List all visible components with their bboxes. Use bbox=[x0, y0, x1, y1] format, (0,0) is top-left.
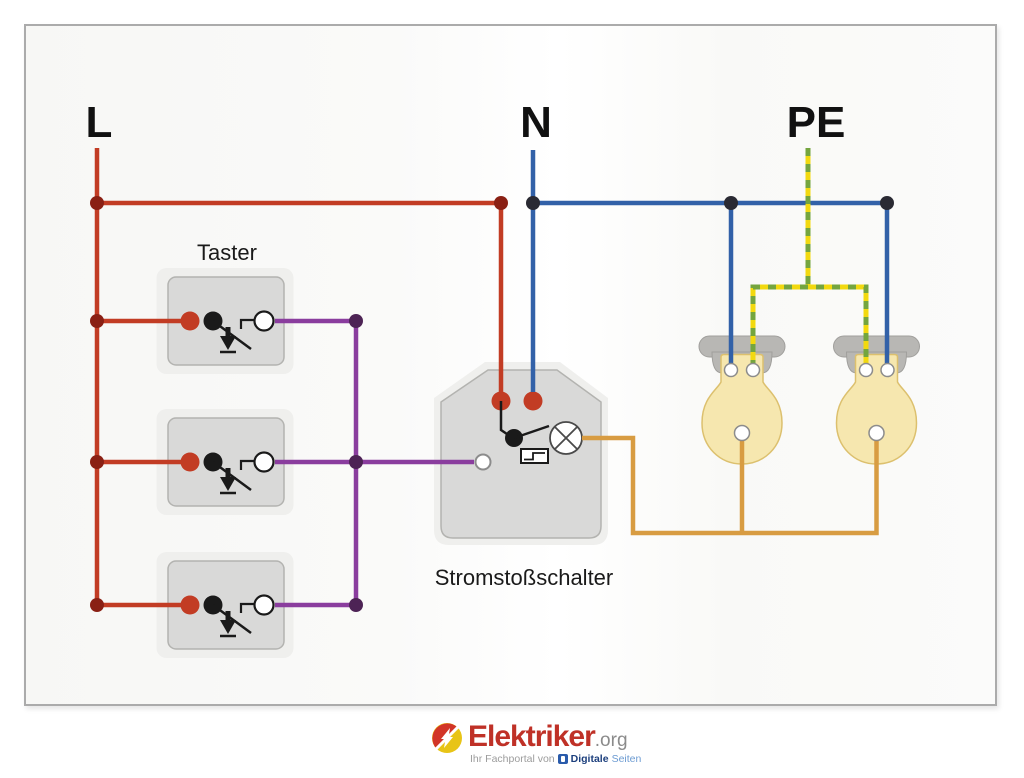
lamp-terminals bbox=[723, 362, 895, 442]
brand-tagline: Ihr Fachportal von bbox=[470, 753, 555, 765]
relay-to-lamps bbox=[582, 433, 879, 536]
label-push-button: Taster bbox=[197, 240, 257, 265]
junction-dots-switched bbox=[349, 314, 363, 612]
neutral-wires bbox=[530, 150, 890, 392]
earth-wires bbox=[750, 148, 869, 368]
provider-icon bbox=[557, 754, 568, 765]
label-impulse-switch: Stromstoßschalter bbox=[434, 565, 614, 590]
lamp-wires bbox=[582, 433, 879, 536]
impulse-relay-symbol bbox=[520, 448, 549, 464]
brand-bolt-icon bbox=[432, 723, 462, 753]
brand-tld: .org bbox=[594, 730, 628, 751]
label-protective-earth: PE bbox=[786, 98, 846, 147]
junction-dots-neutral bbox=[526, 196, 894, 210]
relay-terminal-n bbox=[523, 391, 543, 411]
relay-coil-symbol bbox=[549, 421, 583, 455]
relay-terminal-switched bbox=[474, 453, 492, 471]
provider-name-bold: Digitale bbox=[570, 753, 609, 765]
junction-dots-line bbox=[90, 196, 508, 612]
footer-logo: Elektriker.org Ihr Fachportal von Digita… bbox=[431, 722, 641, 765]
line-wires bbox=[94, 148, 504, 608]
label-line-conductor: L bbox=[85, 98, 113, 147]
impulse-switch-body bbox=[434, 362, 608, 545]
provider-name-light: Seiten bbox=[611, 753, 642, 765]
label-neutral-conductor: N bbox=[520, 98, 552, 147]
switched-wires bbox=[275, 318, 474, 608]
brand-name: Elektriker bbox=[468, 720, 596, 753]
